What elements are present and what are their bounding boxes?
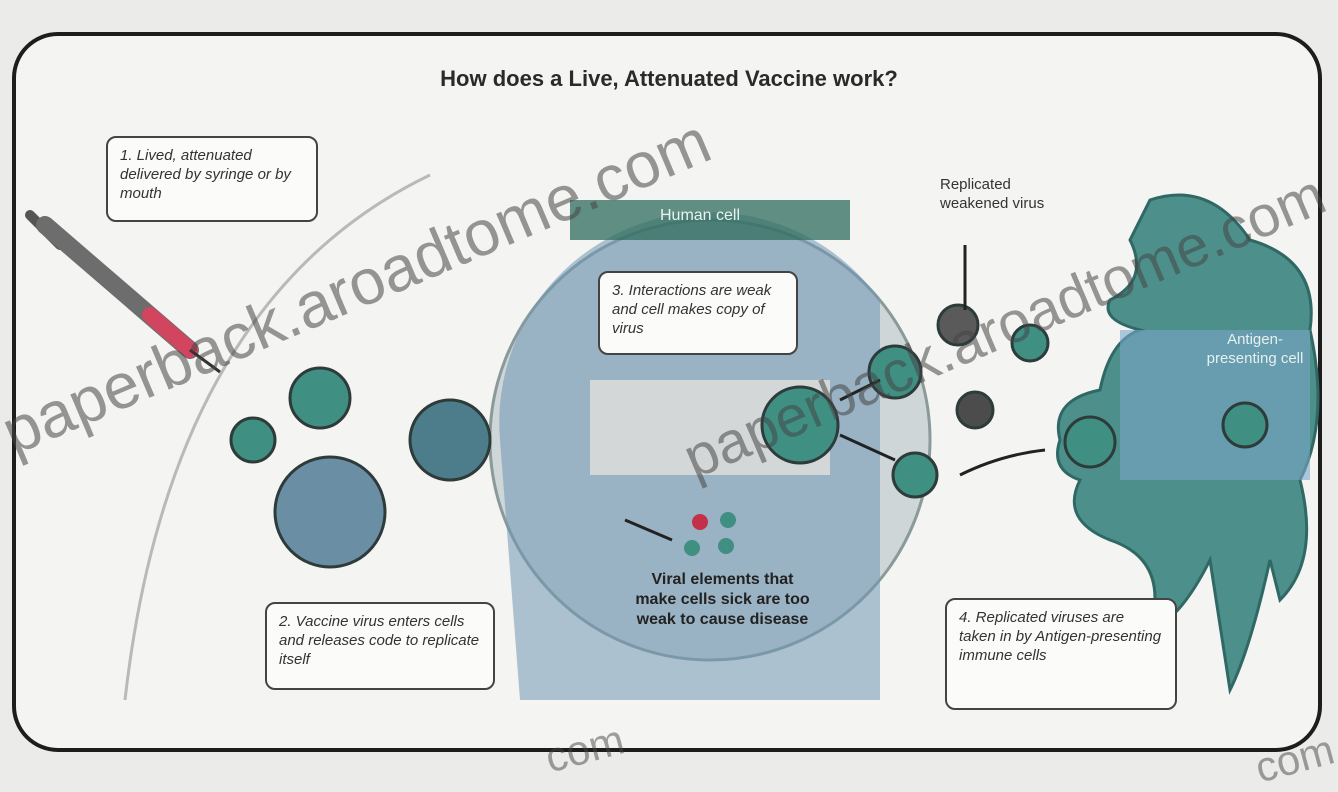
step2-box: 2. Vaccine virus enters cells and releas… — [265, 602, 495, 690]
virus-particle — [290, 368, 350, 428]
viral-element-dot — [692, 514, 708, 530]
antigen-cell-label: Antigen-presenting cell — [1195, 330, 1315, 368]
step3-text: 3. Interactions are weak and cell makes … — [612, 282, 771, 337]
virus-particle — [231, 418, 275, 462]
virus-particle — [275, 457, 385, 567]
virus-particle — [1065, 417, 1115, 467]
virus-particle — [1223, 403, 1267, 447]
viral-element-dot — [718, 538, 734, 554]
virus-particle — [410, 400, 490, 480]
step2-text: 2. Vaccine virus enters cells and releas… — [279, 613, 479, 668]
step4-box: 4. Replicated viruses are taken in by An… — [945, 598, 1177, 710]
virus-particle — [893, 453, 937, 497]
arrow — [960, 450, 1045, 475]
viral-elements-label: Viral elements that make cells sick are … — [630, 570, 815, 630]
diagram-title: How does a Live, Attenuated Vaccine work… — [0, 66, 1338, 92]
virus-particle — [957, 392, 993, 428]
step4-text: 4. Replicated viruses are taken in by An… — [959, 609, 1161, 664]
step1-box: 1. Lived, attenuated delivered by syring… — [106, 136, 318, 222]
step3-box: 3. Interactions are weak and cell makes … — [598, 271, 798, 355]
step1-text: 1. Lived, attenuated delivered by syring… — [120, 147, 291, 202]
viral-element-dot — [720, 512, 736, 528]
replicated-virus-label: Replicated weakened virus — [940, 175, 1060, 213]
viral-element-dot — [684, 540, 700, 556]
human-cell-label: Human cell — [620, 207, 780, 225]
